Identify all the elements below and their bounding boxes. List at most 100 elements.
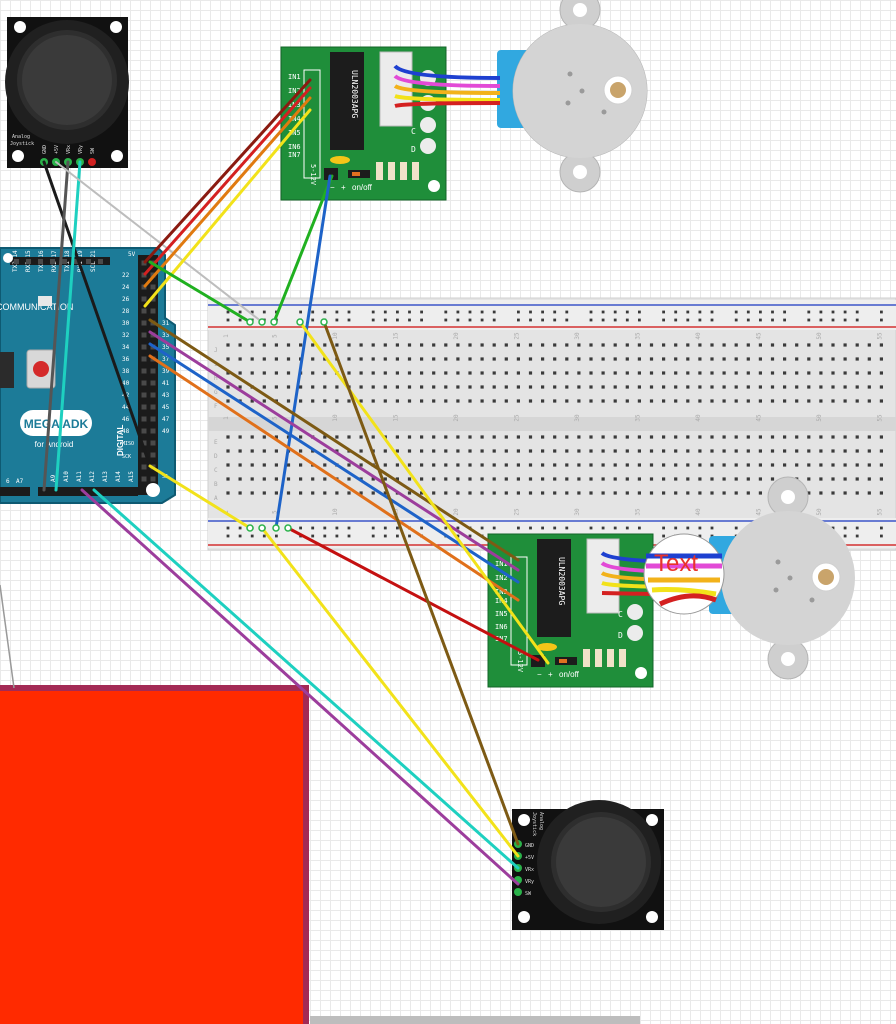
rail-hole [250, 534, 254, 538]
breadboard-hole [783, 435, 787, 439]
breadboard-hole [819, 449, 823, 453]
breadboard-hole [444, 385, 448, 389]
pin-label: 28 [122, 308, 130, 315]
pin-label: A13 [102, 471, 109, 482]
breadboard-hole [662, 477, 666, 481]
row-letter: C [214, 467, 218, 474]
rail-hole [601, 318, 605, 322]
rail-hole [674, 310, 678, 314]
uln2003-driver-board-2[interactable]: IN1 IN2 IN3 IN4 IN5 IN6 IN7 ULN2003APG C… [487, 533, 654, 688]
breadboard-hole [831, 435, 835, 439]
breadboard-hole [250, 463, 254, 467]
column-number: 35 [634, 508, 641, 516]
breadboard-hole [662, 371, 666, 375]
pin-label: RX1 19 [77, 250, 84, 272]
breadboard-hole [637, 399, 641, 403]
breadboard-hole [783, 463, 787, 467]
breadboard-hole [311, 399, 315, 403]
breadboard-hole [335, 435, 339, 439]
stepper-motor-2[interactable] [709, 476, 855, 680]
rail-hole [311, 310, 315, 314]
breadboard-hole [795, 371, 799, 375]
breadboard-hole [262, 491, 266, 495]
breadboard-hole [286, 385, 291, 389]
breadboard-hole [274, 449, 278, 453]
breadboard-hole [395, 477, 399, 481]
rail-hole [311, 534, 315, 538]
breadboard-hole [541, 435, 545, 439]
breadboard-hole [565, 435, 569, 439]
breadboard-hole [758, 477, 762, 481]
rail-hole [323, 310, 327, 314]
breadboard-hole [565, 371, 569, 375]
breadboard-hole [613, 399, 617, 403]
breadboard-hole [395, 399, 399, 403]
rail-hole [383, 310, 387, 314]
breadboard-hole [468, 449, 472, 453]
column-number: 25 [513, 414, 520, 422]
breadboard-hole [601, 477, 605, 481]
breadboard-hole [746, 463, 750, 467]
breadboard-hole [432, 449, 436, 453]
breadboard-hole [444, 343, 448, 347]
pin-label: A14 [115, 471, 122, 482]
breadboard-hole [456, 491, 460, 495]
wire-brown-joystick2 [322, 320, 520, 846]
breadboard-hole [432, 491, 436, 495]
pin-label: GND [525, 843, 534, 849]
breadboard-hole [819, 477, 823, 481]
breadboard-hole [819, 357, 823, 361]
input-label: IN4 [288, 115, 301, 123]
rail-hole [529, 310, 532, 314]
joystick-1[interactable]: Analog Joystick GND +5V VRx VRy SW [5, 17, 129, 168]
breadboard-hole [274, 343, 278, 347]
breadboard-hole [855, 491, 859, 495]
breadboard-hole [250, 435, 254, 439]
breadboard-hole [831, 463, 835, 467]
breadboard-hole [674, 399, 678, 403]
breadboard-hole [347, 463, 351, 467]
breadboard-hole [311, 477, 315, 481]
rail-hole [625, 526, 629, 530]
pin-label: VRx [66, 145, 72, 154]
red-block[interactable] [0, 685, 309, 1024]
joystick-label-1: Analog [538, 812, 544, 830]
arduino-mega-adk[interactable]: TX3 14 RX3 15 TX2 16 RX2 17 TX1 18 RX1 1… [0, 247, 176, 504]
stepper-motor-1[interactable] [497, 0, 648, 193]
wire-driver2-in4 [148, 354, 520, 602]
breadboard-hole [468, 371, 472, 375]
rail-hole [529, 318, 532, 322]
pin-label: 6 [6, 478, 10, 485]
breadboard-hole [577, 477, 581, 481]
breadboard-hole [541, 371, 545, 375]
text-annotation[interactable]: Text [643, 533, 725, 615]
breadboard-hole [867, 371, 871, 375]
breadboard-hole [432, 343, 436, 347]
breadboard-hole [407, 399, 412, 403]
rail-hole [480, 310, 484, 314]
header-hole [86, 259, 91, 264]
breadboard-hole [662, 399, 666, 403]
breadboard-hole [613, 491, 617, 495]
rail-hole [541, 526, 544, 530]
rail-hole [831, 318, 835, 322]
switch-label: on/off [559, 670, 580, 679]
breadboard-hole [589, 477, 593, 481]
rail-hole [226, 526, 230, 530]
rail-hole [638, 310, 641, 314]
horizontal-scrollbar[interactable] [310, 1016, 640, 1024]
row-letter: J [214, 347, 218, 354]
breadboard-hole [843, 463, 847, 467]
column-number: 35 [634, 332, 641, 340]
joystick-2[interactable]: Analog Joystick GND +5V VRx VRy SW [512, 800, 664, 930]
uln2003-driver-board-1[interactable]: IN1 IN2 IN3 IN4 IN5 IN6 IN7 ULN2003APG C… [280, 46, 447, 201]
rail-hole [396, 534, 399, 538]
breadboard-hole [601, 385, 605, 389]
breadboard-hole [238, 449, 242, 453]
breadboard-hole [553, 399, 557, 403]
breadboard-hole [323, 435, 327, 439]
breadboard-hole [444, 463, 448, 467]
breadboard-hole [589, 435, 593, 439]
column-number: 10 [332, 332, 339, 340]
column-number: 20 [453, 508, 460, 516]
